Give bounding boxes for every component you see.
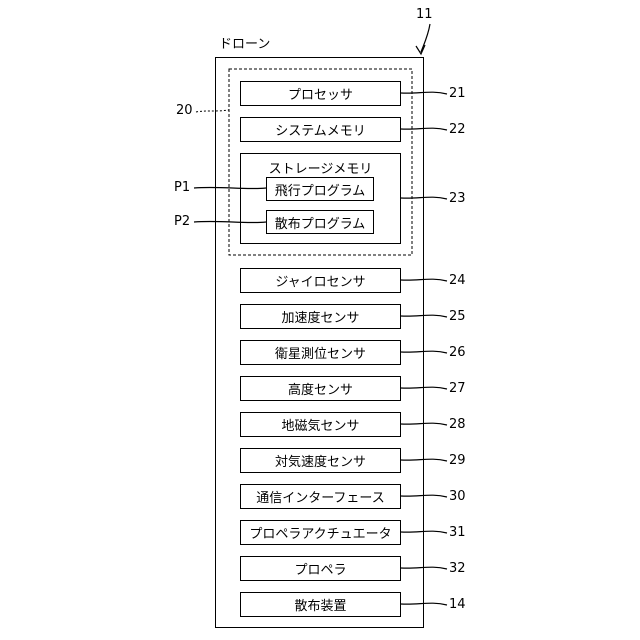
ref-number: 25 [449, 309, 466, 325]
ref-number: 28 [449, 417, 466, 433]
component-box-airspeed-sensor: 対気速度センサ [240, 448, 401, 473]
ref-number: 31 [449, 525, 466, 541]
component-box-processor: プロセッサ [240, 81, 401, 106]
ref-number: 21 [449, 86, 466, 102]
program-ref-p1: P1 [174, 180, 190, 196]
component-box-system-memory: システムメモリ [240, 117, 401, 142]
component-box-satellite-positioning-sensor: 衛星測位センサ [240, 340, 401, 365]
component-label: プロペラアクチュエータ [249, 523, 391, 542]
component-label: 衛星測位センサ [275, 343, 366, 362]
component-label: 散布装置 [294, 595, 346, 614]
group-number-20: 20 [176, 103, 193, 119]
figure-number: 11 [416, 7, 433, 23]
program-label: 飛行プログラム [275, 180, 366, 199]
component-label: プロペラ [294, 559, 346, 578]
ref-number: 32 [449, 561, 466, 577]
component-box-altitude-sensor: 高度センサ [240, 376, 401, 401]
ref-number: 14 [449, 597, 466, 613]
drone-label: ドローン [219, 37, 270, 53]
figure-number-arrow [421, 24, 430, 52]
component-box-propeller-actuator: プロペラアクチュエータ [240, 520, 401, 545]
component-label: プロセッサ [288, 84, 353, 103]
component-label: システムメモリ [275, 120, 366, 139]
ref-number: 29 [449, 453, 466, 469]
program-box-spray: 散布プログラム [266, 210, 374, 234]
component-label: 対気速度センサ [275, 451, 366, 470]
ref-number: 30 [449, 489, 466, 505]
component-label: 通信インターフェース [256, 487, 385, 506]
component-box-communication-interface: 通信インターフェース [240, 484, 401, 509]
component-label: 高度センサ [288, 379, 353, 398]
component-box-geomagnetic-sensor: 地磁気センサ [240, 412, 401, 437]
storage-memory-label: ストレージメモリ [241, 158, 400, 177]
component-label: 地磁気センサ [281, 415, 359, 434]
component-box-spray-device: 散布装置 [240, 592, 401, 617]
component-box-gyro-sensor: ジャイロセンサ [240, 268, 401, 293]
ref-number: 27 [449, 381, 466, 397]
ref-number: 24 [449, 273, 466, 289]
component-box-propeller: プロペラ [240, 556, 401, 581]
program-ref-p2: P2 [174, 214, 190, 230]
program-box-flight: 飛行プログラム [266, 177, 374, 201]
program-label: 散布プログラム [275, 213, 366, 232]
component-label: ジャイロセンサ [275, 271, 365, 290]
ref-number: 23 [449, 191, 466, 207]
ref-number: 26 [449, 345, 466, 361]
component-box-acceleration-sensor: 加速度センサ [240, 304, 401, 329]
ref-number: 22 [449, 122, 466, 138]
component-label: 加速度センサ [281, 307, 359, 326]
